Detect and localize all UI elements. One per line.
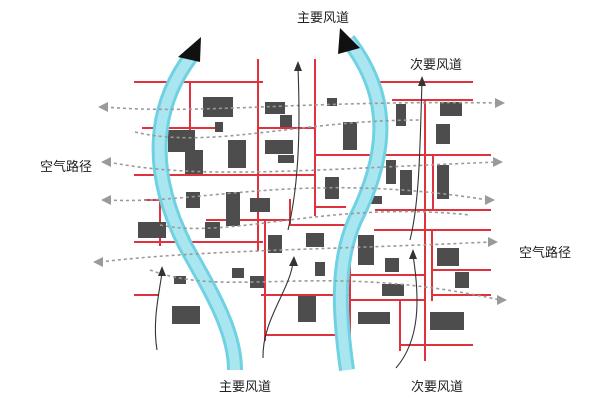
secondary-wind-arrow — [409, 81, 423, 241]
dashed-arrow-icon — [488, 237, 498, 247]
dashed-arrow-icon — [101, 157, 111, 167]
secondary-wind-arrow — [154, 271, 163, 351]
building — [306, 233, 324, 247]
main-wind-label-top: 主要风道 — [297, 11, 350, 26]
air-path — [159, 210, 471, 230]
building — [437, 165, 449, 199]
building — [436, 124, 450, 144]
building — [265, 102, 285, 114]
building — [327, 98, 337, 106]
building — [396, 104, 406, 126]
air-path — [107, 161, 498, 173]
building — [215, 122, 223, 132]
building — [138, 222, 166, 238]
building — [358, 235, 374, 265]
secondary-wind-label-bottom: 次要风道 — [411, 380, 464, 395]
building — [250, 198, 270, 212]
dashed-arrow-icon — [493, 157, 503, 167]
building — [203, 97, 233, 117]
building — [437, 248, 459, 266]
air-path-arrows — [93, 98, 507, 305]
building — [205, 222, 220, 238]
secondary-wind-arrows — [154, 66, 423, 369]
air-path — [107, 186, 489, 202]
air-path — [134, 119, 421, 139]
building — [385, 258, 399, 272]
building — [186, 192, 200, 208]
buildings — [138, 97, 469, 330]
building — [315, 262, 325, 276]
dashed-arrow-icon — [497, 295, 507, 305]
building — [280, 115, 292, 127]
main-wind-label-bottom: 主要风道 — [219, 380, 272, 395]
building — [343, 122, 357, 150]
building — [232, 268, 244, 278]
building — [172, 306, 200, 324]
building — [386, 160, 396, 184]
arrowhead-icon — [418, 76, 426, 86]
building — [226, 192, 240, 226]
building — [265, 140, 293, 154]
building — [400, 170, 412, 195]
air-path — [104, 101, 501, 111]
arrowhead-icon — [178, 37, 201, 62]
building — [185, 150, 203, 174]
building — [455, 272, 469, 288]
building — [440, 102, 462, 116]
dashed-arrow-icon — [93, 257, 103, 267]
air-path — [99, 241, 491, 263]
building — [298, 296, 316, 322]
arrowhead-icon — [409, 249, 417, 259]
air-path-label-right: 空气路径 — [519, 246, 572, 261]
arrowhead-icon — [338, 28, 360, 54]
main-wind-corridor-right-fill — [335, 36, 386, 371]
building — [228, 140, 246, 168]
air-path-label-left: 空气路径 — [40, 160, 93, 175]
building — [370, 196, 382, 204]
secondary-wind-label-top: 次要风道 — [410, 58, 463, 73]
arrowhead-icon — [289, 256, 298, 266]
arrowhead-icon — [294, 61, 302, 71]
main-wind-corridor-left-fill — [154, 51, 240, 371]
dashed-arrow-icon — [485, 195, 495, 205]
building — [174, 276, 186, 284]
dashed-arrow-icon — [98, 102, 108, 112]
building — [168, 130, 195, 152]
secondary-wind-arrow — [262, 261, 294, 359]
secondary-wind-arrow — [395, 254, 418, 369]
building — [358, 312, 390, 324]
main-wind-corridors — [151, 28, 389, 372]
building — [268, 235, 282, 253]
building — [382, 284, 404, 296]
secondary-wind-arrow — [287, 66, 300, 231]
building — [278, 155, 294, 163]
arrowhead-icon — [158, 266, 166, 276]
building — [430, 312, 464, 330]
secondary-wind-arrowheads — [158, 61, 426, 276]
dashed-arrow-icon — [495, 98, 505, 108]
dashed-arrow-icon — [101, 195, 111, 205]
